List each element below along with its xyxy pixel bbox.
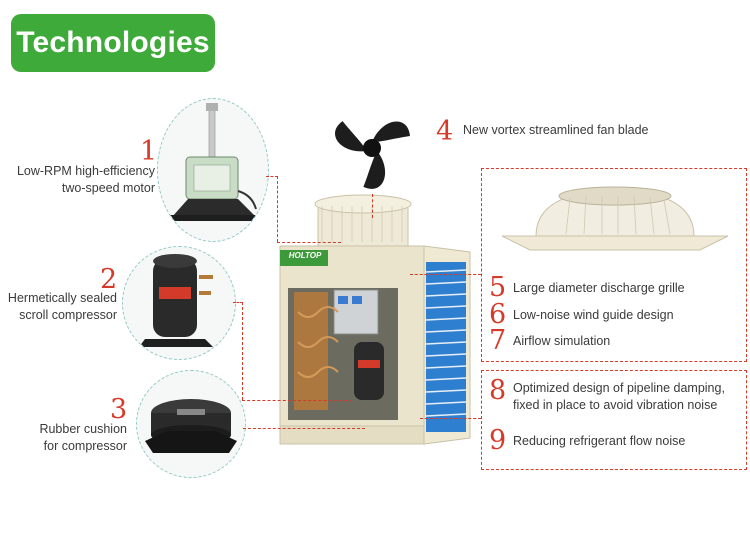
fan-blade-icon (335, 121, 410, 189)
leader-line-5 (410, 274, 481, 275)
leader-line-1c (277, 242, 341, 243)
feature-number-8: 8 (489, 375, 507, 406)
feature-number-9: 9 (489, 425, 507, 456)
outdoor-unit-illustration (279, 194, 471, 445)
fan-blade-image (327, 103, 417, 193)
leader-line-2b (242, 302, 243, 400)
feature-label-1-line1: Low-RPM high-efficiency (16, 164, 155, 178)
feature-number-7: 7 (489, 325, 507, 356)
feature-label-8-line1: Optimized design of pipeline damping, (513, 381, 725, 395)
feature-label-1: Low-RPM high-efficiency two-speed motor (0, 163, 155, 197)
feature-label-6: Low-noise wind guide design (513, 308, 674, 322)
feature-label-2-line1: Hermetically sealed (7, 291, 117, 305)
feature-number-3: 3 (110, 394, 128, 425)
feature-label-2: Hermetically sealed scroll compressor (0, 290, 117, 324)
leader-line-4 (372, 194, 373, 218)
leader-line-1b (277, 176, 278, 242)
cushion-illustration (145, 399, 237, 453)
compressor-circle (122, 246, 236, 360)
feature-label-7: Airflow simulation (513, 334, 611, 348)
unit-brand-label: HOLTOP (288, 251, 322, 260)
outdoor-unit-image: HOLTOP (274, 192, 474, 450)
leader-line-1a (266, 176, 278, 177)
leader-line-8 (420, 418, 481, 419)
feature-number-5: 5 (489, 272, 507, 303)
feature-number-1: 1 (140, 136, 158, 167)
feature-label-9: Reducing refrigerant flow noise (513, 434, 686, 448)
feature-label-5: Large diameter discharge grille (513, 281, 685, 295)
feature-label-4: New vortex streamlined fan blade (463, 123, 649, 137)
feature-label-1-line2: two-speed motor (61, 181, 155, 195)
feature-number-6: 6 (489, 299, 507, 330)
compressor-illustration (139, 254, 213, 347)
feature-group-box-lower (481, 370, 747, 470)
feature-label-3: Rubber cushion for compressor (0, 421, 127, 455)
feature-label-2-line2: scroll compressor (19, 308, 117, 322)
feature-label-3-line1: Rubber cushion (39, 422, 127, 436)
feature-group-box-upper (481, 168, 747, 362)
feature-number-2: 2 (100, 264, 118, 295)
page-title: Technologies (11, 14, 215, 72)
feature-number-4: 4 (436, 116, 454, 147)
discharge-grille-illustration (501, 186, 729, 251)
motor-circle (157, 98, 269, 242)
cushion-circle (136, 370, 246, 478)
motor-illustration (168, 103, 258, 221)
feature-label-8: Optimized design of pipeline damping, fi… (513, 380, 743, 414)
feature-label-3-line2: for compressor (43, 439, 127, 453)
feature-label-8-line2: fixed in place to avoid vibration noise (513, 398, 718, 412)
leader-line-2c (242, 400, 352, 401)
discharge-grille-image (496, 176, 734, 268)
leader-line-3 (243, 428, 365, 429)
leader-line-2a (233, 302, 243, 303)
